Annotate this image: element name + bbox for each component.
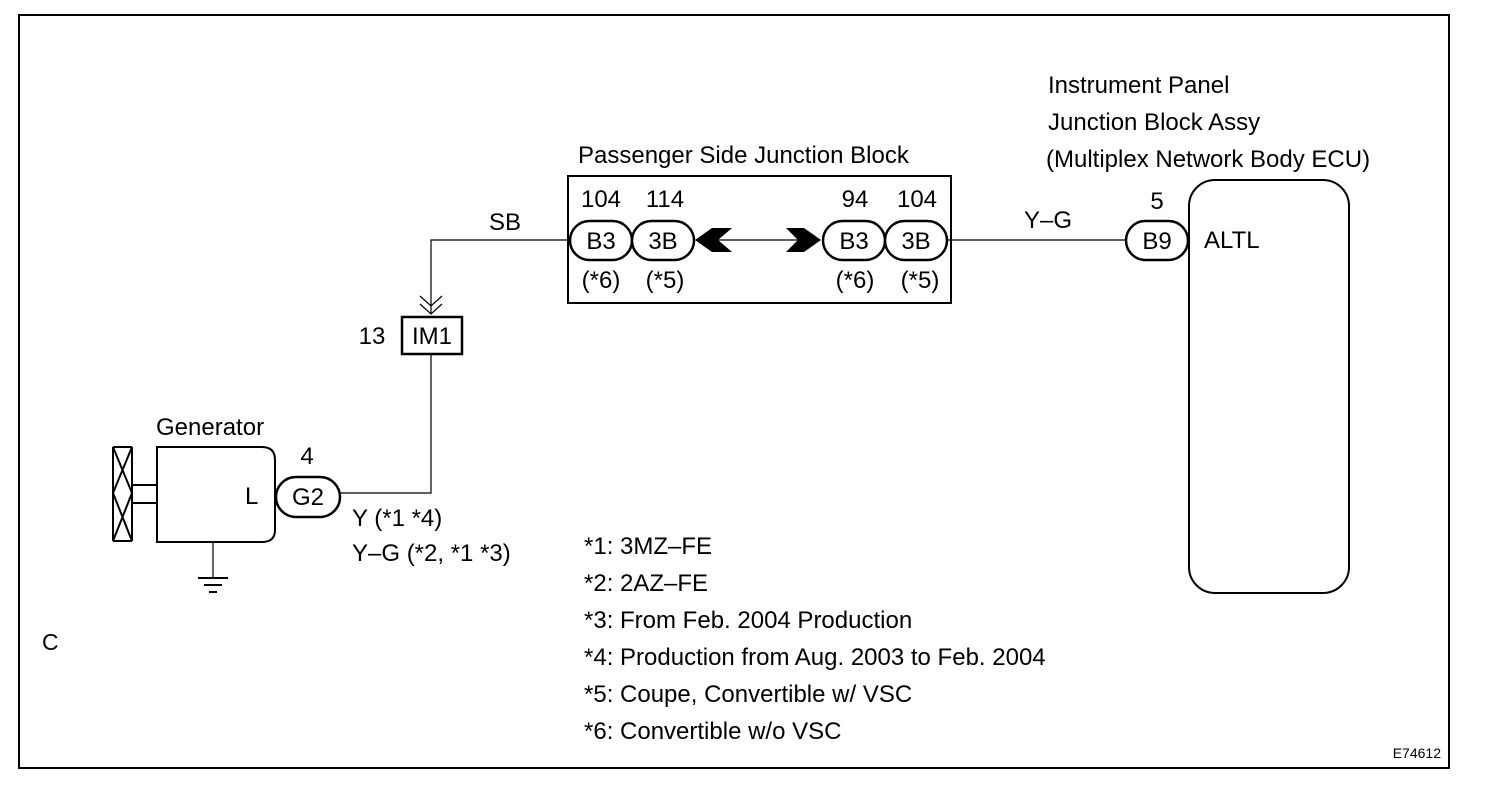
wire-yg-label: Y–G	[1024, 207, 1072, 234]
ip-jb-title-1: Instrument Panel	[1048, 72, 1229, 99]
generator-body	[156, 446, 276, 543]
figure-id: E74612	[1393, 745, 1441, 761]
generator-pulley	[111, 446, 134, 542]
ip-jb-title-2: Junction Block Assy	[1048, 109, 1260, 136]
generator-label: Generator	[156, 414, 264, 441]
connector-g2: G2 4	[274, 443, 342, 519]
diagram-frame	[18, 14, 1450, 769]
connector-im1-pin: 13	[359, 323, 386, 350]
jb-left-b3-label: B3	[586, 228, 615, 255]
note-4: *4: Production from Aug. 2003 to Feb. 20…	[584, 644, 1046, 671]
note-1: *1: 3MZ–FE	[584, 533, 712, 560]
wire-generator-to-im1	[340, 354, 432, 494]
instrument-panel-junction-block: Instrument Panel Junction Block Assy (Mu…	[1046, 72, 1370, 594]
jb-right-3b-note: (*5)	[901, 267, 940, 294]
connector-b9-label: B9	[1142, 228, 1171, 255]
connector-b9	[1124, 219, 1190, 262]
connector-g2-pin: 4	[300, 443, 313, 470]
wire-generator-label-2: Y–G (*2, *1 *3)	[352, 540, 511, 567]
wire-sb	[430, 239, 568, 314]
generator: Generator L	[111, 414, 276, 593]
ecu-body	[1188, 179, 1350, 594]
jb-right-3b-pin: 104	[897, 186, 937, 213]
note-6: *6: Convertible w/o VSC	[584, 718, 841, 745]
jb-left-b3-note: (*6)	[582, 267, 621, 294]
connector-im1-label: IM1	[412, 323, 452, 350]
jb-left-b3-pin: 104	[581, 186, 621, 213]
jb-right-b3-pin: 94	[842, 186, 869, 213]
generator-terminal-label: L	[245, 483, 258, 510]
note-5: *5: Coupe, Convertible w/ VSC	[584, 681, 912, 708]
jb-right-arrowhead	[786, 228, 821, 252]
jb-left-arrowhead	[695, 228, 732, 252]
jb-left-3b-pin: 114	[646, 186, 684, 213]
connector-im1: IM1 13	[359, 295, 464, 356]
connector-b9-pin: 5	[1150, 188, 1163, 215]
corner-label: C	[42, 629, 59, 655]
generator-shaft	[131, 484, 158, 504]
passenger-side-junction-block: Passenger Side Junction Block B3 3B 104 …	[567, 142, 952, 304]
notes-legend: *1: 3MZ–FE *2: 2AZ–FE *3: From Feb. 2004…	[584, 533, 1046, 745]
ecu-terminal-label: ALTL	[1204, 227, 1260, 254]
jb-left-3b	[630, 219, 696, 262]
ip-jb-title-3: (Multiplex Network Body ECU)	[1046, 146, 1370, 173]
jb-left-3b-label: 3B	[648, 228, 677, 255]
connector-g2-label: G2	[292, 484, 324, 511]
note-2: *2: 2AZ–FE	[584, 570, 708, 597]
jb-right-b3-label: B3	[839, 228, 868, 255]
note-3: *3: From Feb. 2004 Production	[584, 607, 912, 634]
wire-generator-label-1: Y (*1 *4)	[352, 505, 442, 532]
passenger-jb-title: Passenger Side Junction Block	[578, 142, 910, 169]
jb-left-3b-note: (*5)	[646, 267, 685, 294]
jb-right-3b-label: 3B	[901, 228, 930, 255]
wire-sb-label: SB	[489, 209, 521, 236]
jb-right-b3-note: (*6)	[836, 267, 875, 294]
